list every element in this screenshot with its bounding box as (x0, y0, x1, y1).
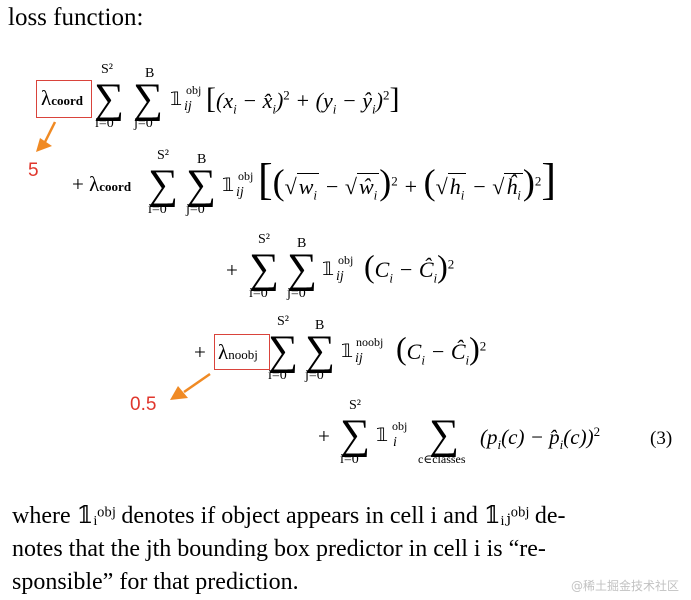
watermark: @稀土掘金技术社区 (570, 579, 679, 593)
indicator-obj-ij-3: 𝟙 (322, 258, 335, 280)
annotation-arrow-noobj (170, 372, 211, 400)
plus-sign-5: + (318, 424, 330, 448)
sum-lower-i-4: i=0 (268, 368, 287, 383)
size-error-term: [(√wi − √ŵi)2 + (√hi − √ĥi)2] (258, 155, 557, 204)
confidence-error-noobj: (Ci − Ĉi)2 (396, 330, 487, 368)
sum-sign-i-4: ∑ (268, 328, 298, 374)
sum-sign-i-2: ∑ (148, 162, 178, 208)
class-error-term: (pi(c) − p̂i(c))2 (480, 424, 601, 453)
confidence-error-obj: (Ci − Ĉi)2 (364, 248, 455, 286)
sum-lower-j-4: j=0 (305, 368, 324, 383)
indicator-ij-sub-3: ij (336, 269, 344, 284)
sum-sign-j-3: ∑ (287, 246, 317, 292)
sum-sign-j-4: ∑ (305, 328, 335, 374)
sum-lower-j-3: j=0 (287, 286, 306, 301)
sum-sign-i-5: ∑ (340, 412, 370, 458)
equation-number: (3) (650, 428, 673, 449)
coord-error-term: [(xi − x̂i)2 + (yi − ŷi)2] (206, 82, 400, 117)
sum-upper-s2: S² (101, 62, 113, 77)
annotation-arrow-coord (36, 121, 57, 152)
sum-lower-c: c∈classes (418, 452, 466, 466)
lambda-coord-highlight-box (36, 80, 92, 118)
sum-upper-s2-4: S² (277, 314, 289, 329)
indicator-obj-sup-5: obj (392, 419, 408, 433)
sum-lower-i-2: i=0 (148, 202, 167, 217)
section-heading: loss function: (8, 4, 144, 31)
lambda-noobj-term: λnoobj (218, 340, 258, 364)
plus-sign-4: + (194, 340, 206, 364)
lambda-coord-term-2: + λcoord (72, 172, 132, 196)
indicator-obj-sup-3: obj (338, 253, 354, 267)
annotation-noobj-value: 0.5 (130, 394, 157, 415)
lambda-noobj-highlight-box (214, 334, 270, 370)
indicator-ij-sub: ij (184, 99, 192, 114)
sum-sign-j: ∑ (133, 76, 163, 122)
sum-lower-j: j=0 (134, 116, 153, 131)
sum-sign-j-2: ∑ (186, 162, 216, 208)
lambda-coord-term: λcoord (41, 86, 83, 110)
indicator-noobj-ij: 𝟙 (341, 340, 354, 362)
sum-lower-j-2: j=0 (186, 202, 205, 217)
sum-upper-b-2: B (197, 152, 207, 167)
plus-sign-3: + (226, 258, 238, 282)
indicator-obj-sup-2: obj (238, 169, 254, 183)
indicator-noobj-sup: noobj (356, 335, 384, 349)
paragraph-line-3: sponsible” for that prediction. (12, 569, 299, 595)
sum-upper-b-4: B (315, 318, 325, 333)
indicator-ij-sub-2: ij (236, 185, 244, 200)
sum-upper-b: B (145, 66, 155, 81)
sum-lower-i-3: i=0 (249, 286, 268, 301)
annotation-coord-value: 5 (28, 160, 39, 181)
indicator-i-sub-5: i (393, 435, 397, 450)
sum-upper-s2-3: S² (258, 232, 270, 247)
paragraph-line-2: notes that the jth bounding box predicto… (12, 536, 546, 562)
sum-upper-b-3: B (297, 236, 307, 251)
indicator-obj-ij-2: 𝟙 (222, 174, 235, 196)
paragraph-line-1: where 𝟙ᵢᵒᵇʲ denotes if object appears in… (12, 503, 566, 529)
indicator-obj-ij: 𝟙 (170, 88, 183, 110)
indicator-obj-i: 𝟙 (376, 424, 389, 446)
indicator-obj-sup: obj (186, 83, 202, 97)
sum-sign-c: ∑ (429, 412, 459, 458)
sum-sign-i: ∑ (94, 76, 124, 122)
sum-upper-s2-2: S² (157, 148, 169, 163)
sum-lower-i: i=0 (95, 116, 114, 131)
sum-lower-i-5: i=0 (340, 452, 359, 467)
indicator-ij-sub-4: ij (355, 351, 363, 366)
sum-upper-s2-5: S² (349, 398, 361, 413)
sum-sign-i-3: ∑ (249, 246, 279, 292)
